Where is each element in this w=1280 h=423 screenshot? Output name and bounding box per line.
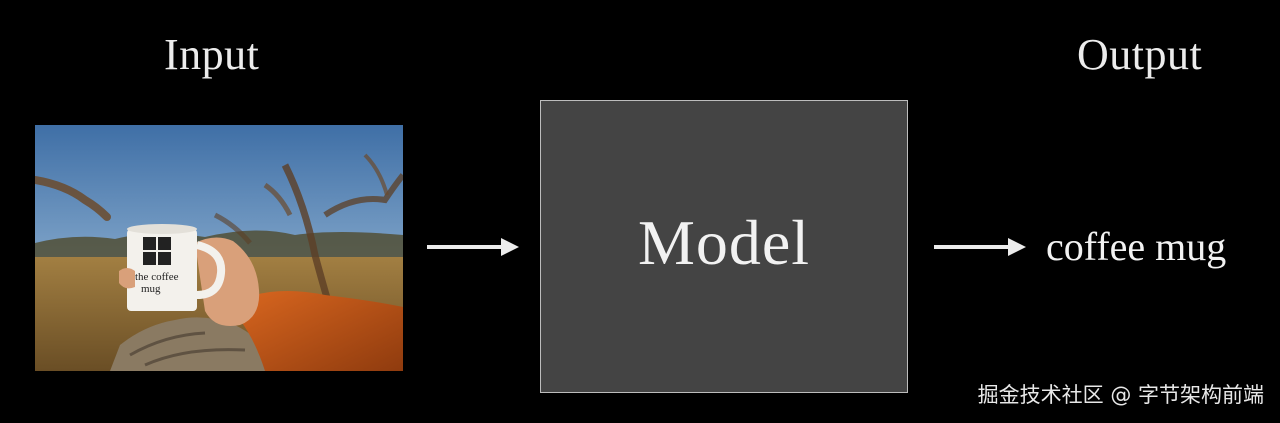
right-arrow-icon bbox=[934, 238, 1026, 256]
mug-text-line2: mug bbox=[141, 283, 161, 295]
right-arrow-icon bbox=[427, 238, 519, 256]
watermark: 掘金技术社区 @ 字节架构前端 bbox=[977, 383, 1264, 407]
mug-text-line1: the coffee bbox=[135, 271, 179, 283]
model-label: Model bbox=[637, 206, 811, 278]
input-heading: Input bbox=[164, 30, 260, 79]
prediction-label: coffee mug bbox=[1046, 224, 1227, 269]
input-photo: the coffee mug bbox=[35, 125, 403, 371]
model-box: Model bbox=[540, 100, 908, 393]
output-heading: Output bbox=[1077, 30, 1203, 79]
